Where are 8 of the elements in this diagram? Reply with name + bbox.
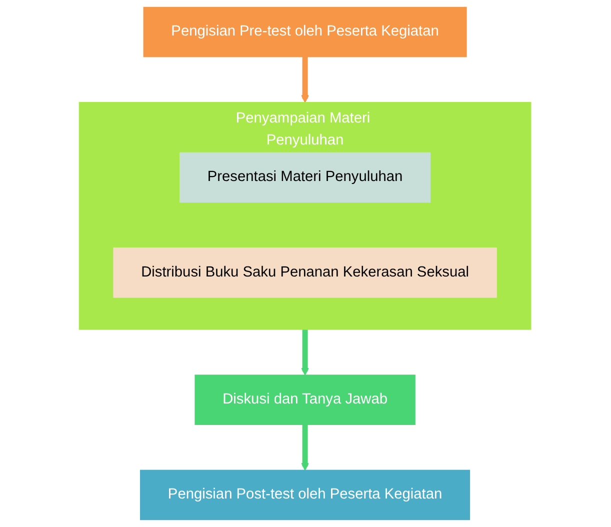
arrow [301,424,310,471]
arrow [301,329,310,376]
node-box: Diskusi dan Tanya Jawab [195,374,416,425]
node-box: Pengisian Post-test oleh Peserta Kegiatan [140,470,471,520]
node-box: Pengisian Pre-test oleh Peserta Kegiatan [144,6,468,58]
node-box: Presentasi Materi Penyuluhan [180,152,432,203]
arrow [301,56,310,103]
node-box: Distribusi Buku Saku Penanan Kekerasan Seksual [114,247,498,298]
